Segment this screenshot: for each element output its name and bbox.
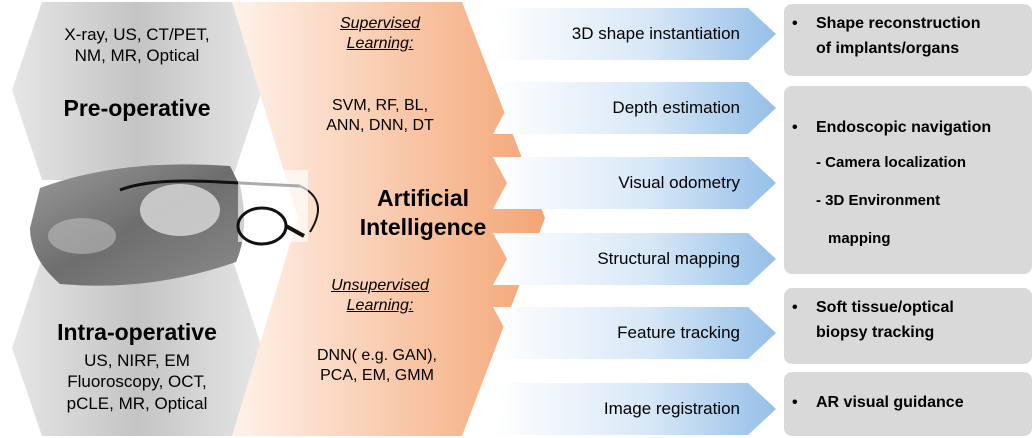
- app-soft-tissue-tracking: • Soft tissue/optical biopsy tracking: [792, 296, 1028, 346]
- app-sub-3d-environment: - 3D Environment: [816, 192, 941, 209]
- supervised-methods-line: ANN, DNN, DT: [326, 117, 434, 134]
- task-label-shape-instantiation: 3D shape instantiation: [571, 24, 740, 43]
- task-label-depth-estimation: Depth estimation: [612, 98, 740, 117]
- intraop-title: Intra-operative: [57, 319, 217, 345]
- task-label-feature-tracking: Feature tracking: [617, 323, 740, 342]
- intraop-modalities-line: Fluoroscopy, OCT,: [67, 372, 207, 392]
- app-line: of implants/organs: [816, 39, 960, 57]
- bullet-icon: •: [792, 119, 798, 136]
- preop-hexagon: [12, 2, 262, 180]
- supervised-label-line: Learning:: [346, 35, 414, 52]
- intraop-hexagon: [12, 258, 262, 436]
- intraop-modalities-line: pCLE, MR, Optical: [66, 393, 208, 413]
- endoscopy-image: [30, 164, 319, 286]
- supervised-methods: SVM, RF, BL, ANN, DNN, DT: [300, 96, 460, 136]
- app-shape-reconstruction: • Shape reconstruction of implants/organ…: [792, 12, 1028, 62]
- unsupervised-methods-line: DNN( e.g. GAN),: [316, 347, 437, 364]
- app-line: Endoscopic navigation: [816, 119, 992, 136]
- supervised-label-line: Supervised: [339, 15, 421, 32]
- task-arrows: [493, 8, 776, 435]
- task-label-structural-mapping: Structural mapping: [597, 249, 740, 268]
- app-line: AR visual guidance: [816, 394, 964, 411]
- preop-title: Pre-operative: [63, 95, 211, 121]
- unsupervised-label: Unsupervised Learning:: [300, 276, 460, 316]
- intraop-modalities-line: US, NIRF, EM: [84, 351, 190, 370]
- app-line: Shape reconstruction: [816, 15, 981, 32]
- task-label-visual-odometry: Visual odometry: [618, 173, 740, 192]
- ai-title-line: Intelligence: [359, 213, 487, 240]
- preop-modalities-line: NM, MR, Optical: [74, 46, 200, 66]
- app-ar-guidance: • AR visual guidance: [792, 391, 1028, 416]
- app-line: biopsy tracking: [816, 323, 935, 341]
- app-endoscopic-navigation: • Endoscopic navigation: [792, 116, 1028, 141]
- unsupervised-label-line: Learning:: [346, 297, 414, 314]
- ai-title-line: Artificial: [376, 185, 470, 211]
- supervised-methods-line: SVM, RF, BL,: [331, 97, 429, 114]
- unsupervised-methods-line: PCA, EM, GMM: [320, 367, 434, 384]
- bullet-icon: •: [792, 394, 798, 411]
- ai-chevron: [232, 2, 545, 436]
- bullet-icon: •: [792, 15, 798, 32]
- unsupervised-label-line: Unsupervised: [331, 277, 429, 294]
- ai-title: Artificial Intelligence: [338, 184, 508, 242]
- application-boxes: [784, 4, 1032, 436]
- app-sub-mapping: mapping: [828, 230, 891, 247]
- app-sub-camera-localization: - Camera localization: [816, 154, 967, 171]
- supervised-label: Supervised Learning:: [300, 14, 460, 54]
- intraop-modalities: US, NIRF, EM Fluoroscopy, OCT, pCLE, MR,…: [12, 350, 262, 414]
- bullet-icon: •: [792, 299, 798, 316]
- preop-modalities-line: X-ray, US, CT/PET,: [64, 25, 210, 44]
- preop-modalities: X-ray, US, CT/PET, NM, MR, Optical: [12, 24, 262, 67]
- unsupervised-methods: DNN( e.g. GAN), PCA, EM, GMM: [292, 346, 462, 386]
- app-line: Soft tissue/optical: [816, 299, 954, 316]
- task-label-image-registration: Image registration: [603, 399, 740, 418]
